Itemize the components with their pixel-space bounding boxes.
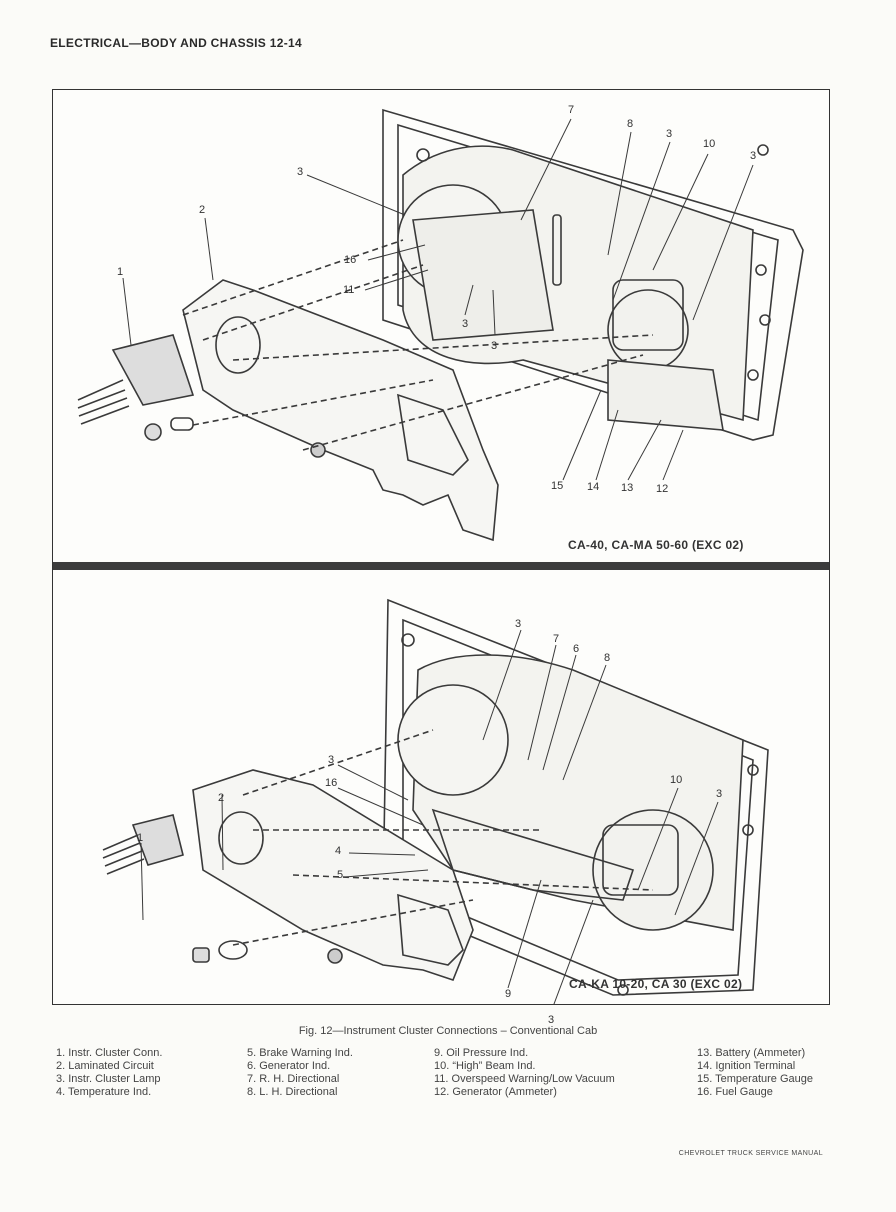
legend-item: 4. Temperature Ind.	[56, 1086, 152, 1098]
callout-top-12: 12	[656, 483, 669, 495]
legend-item: 1. Instr. Cluster Conn.	[56, 1047, 163, 1059]
callout-bot-3c: 3	[716, 788, 723, 800]
bottom-panel-label: CA-KA 10-20, CA 30 (EXC 02)	[569, 977, 743, 991]
callout-bot-9: 9	[505, 988, 512, 1000]
callout-top-8: 8	[627, 118, 634, 130]
callout-bot-1: 1	[137, 832, 144, 844]
callout-bot-16: 16	[325, 777, 338, 789]
legend-item: 10. “High” Beam Ind.	[434, 1060, 536, 1072]
figure-illustration: 7 8 3 10 3 3 2 16 11 1 3 3 15 14 13 12 C…	[52, 89, 830, 1026]
top-panel: 7 8 3 10 3 3 2 16 11 1 3 3 15 14 13 12 C…	[53, 90, 829, 562]
legend-item: 12. Generator (Ammeter)	[434, 1086, 557, 1098]
top-panel-label: CA-40, CA-MA 50-60 (EXC 02)	[568, 538, 744, 552]
legend-item: 3. Instr. Cluster Lamp	[56, 1073, 161, 1085]
callout-bot-3a: 3	[515, 618, 522, 630]
callout-top-11: 11	[343, 284, 355, 296]
legend-item: 5. Brake Warning Ind.	[247, 1047, 353, 1059]
legend-item: 6. Generator Ind.	[247, 1060, 331, 1072]
page-header: ELECTRICAL—BODY AND CHASSIS 12-14	[50, 36, 302, 50]
legend-column-4: 13. Battery (Ammeter) 14. Ignition Termi…	[697, 1047, 813, 1099]
callout-top-3c: 3	[297, 166, 304, 178]
legend-item: 15. Temperature Gauge	[697, 1073, 813, 1085]
figure-caption: Fig. 12—Instrument Cluster Connections –…	[298, 1025, 598, 1037]
legend-item: 9. Oil Pressure Ind.	[434, 1047, 529, 1059]
callout-bot-5: 5	[337, 869, 344, 881]
callout-bot-8: 8	[604, 652, 611, 664]
panel-divider	[53, 562, 829, 570]
callout-top-14: 14	[587, 481, 600, 493]
callout-bot-7: 7	[553, 633, 560, 645]
callout-top-3a: 3	[666, 128, 673, 140]
callout-bot-4: 4	[335, 845, 342, 857]
callout-top-3e: 3	[491, 340, 498, 352]
callout-top-10: 10	[703, 138, 716, 150]
callout-top-1: 1	[117, 266, 124, 278]
callout-top-13: 13	[621, 482, 634, 494]
bottom-panel-drawing	[102, 598, 769, 1004]
callout-bot-10: 10	[670, 774, 683, 786]
legend-column-3: 9. Oil Pressure Ind. 10. “High” Beam Ind…	[434, 1047, 615, 1099]
legend-column-1: 1. Instr. Cluster Conn. 2. Laminated Cir…	[56, 1047, 162, 1099]
legend-item: 14. Ignition Terminal	[697, 1060, 796, 1072]
callout-bot-3b: 3	[328, 754, 335, 766]
legend-item: 2. Laminated Circuit	[56, 1060, 154, 1072]
callout-top-3d: 3	[462, 318, 469, 330]
callout-top-15: 15	[551, 480, 564, 492]
callout-top-2: 2	[199, 204, 206, 216]
callout-top-16: 16	[344, 254, 357, 266]
legend-item: 7. R. H. Directional	[247, 1073, 340, 1085]
legend-item: 16. Fuel Gauge	[697, 1086, 773, 1098]
callout-top-3b: 3	[750, 150, 757, 162]
page-footer: CHEVROLET TRUCK SERVICE MANUAL	[678, 1150, 823, 1157]
callout-bot-3d: 3	[548, 1014, 555, 1026]
callout-bot-2: 2	[218, 792, 225, 804]
legend-column-2: 5. Brake Warning Ind. 6. Generator Ind. …	[247, 1047, 353, 1099]
legend-item: 13. Battery (Ammeter)	[697, 1047, 806, 1059]
callout-top-7: 7	[568, 104, 575, 116]
legend-item: 11. Overspeed Warning/Low Vacuum	[434, 1073, 615, 1085]
top-panel-drawing	[77, 108, 804, 542]
bottom-panel: 3 7 6 8 3 16 2 10 3 4 1 5 9 3 CA-KA 10-2…	[53, 570, 829, 1026]
legend-item: 8. L. H. Directional	[247, 1086, 338, 1098]
callout-bot-6: 6	[573, 643, 580, 655]
